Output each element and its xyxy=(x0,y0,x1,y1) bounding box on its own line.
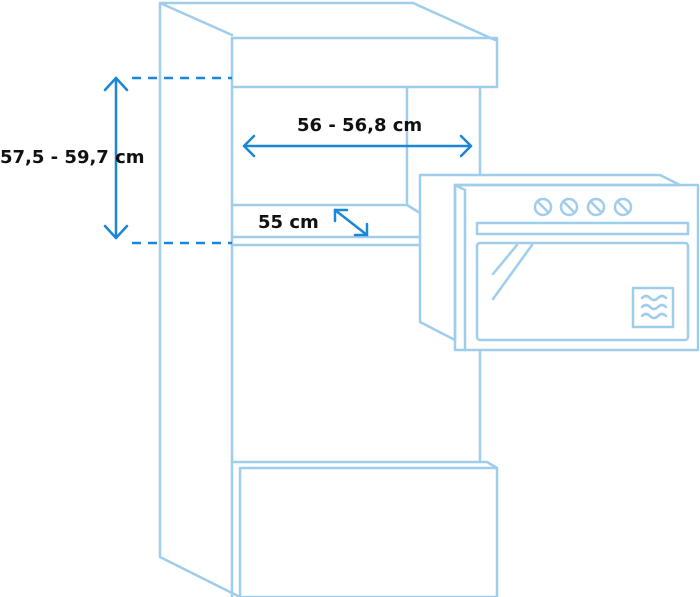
depth-dimension-label: 55 cm xyxy=(258,212,319,233)
oven-knob xyxy=(533,197,633,217)
drawer xyxy=(238,466,499,597)
oven-window xyxy=(475,241,690,342)
width-dimension-label: 56 - 56,8 cm xyxy=(297,115,423,136)
heat-waves-icon xyxy=(631,286,675,329)
built-in-oven xyxy=(418,173,700,352)
dimension-lines xyxy=(103,76,473,245)
door-handle xyxy=(475,221,690,236)
cabinet-outline xyxy=(158,1,499,597)
height-dimension-label: 57,5 - 59,7 cm xyxy=(0,147,145,168)
